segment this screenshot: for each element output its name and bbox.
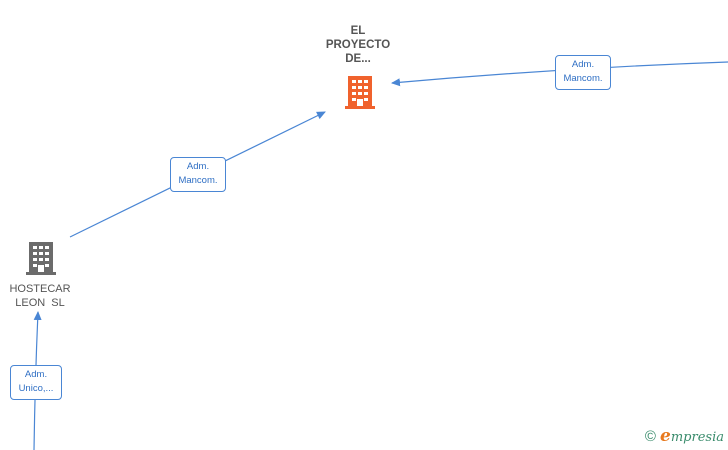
node-label-line: EL [350, 25, 366, 37]
building-icon[interactable] [345, 76, 375, 109]
node-label-line: HOSTECAR [9, 283, 71, 295]
building-icon[interactable] [26, 242, 56, 275]
edge-label-line: Mancom. [563, 73, 603, 84]
edge-label-line: Adm. [24, 369, 48, 380]
node-label-line: LEON SL [15, 297, 65, 309]
brand-logo: © empresia [645, 426, 724, 446]
edge-label-hostecar-to-main[interactable]: Adm. Mancom. [170, 157, 226, 192]
node-label-line: PROYECTO [325, 39, 391, 51]
edge-label-right-to-main[interactable]: Adm. Mancom. [555, 55, 611, 90]
brand-name: mpresia [670, 430, 724, 445]
edge-label-line: Adm. [186, 161, 210, 172]
edge-label-line: Adm. [571, 59, 595, 70]
node-label-line: DE... [345, 53, 371, 65]
edge-label-line: Unico,... [18, 383, 54, 394]
copyright-icon: © [644, 428, 656, 445]
node-label-hostecar[interactable]: HOSTECAR LEON SL [0, 282, 80, 310]
edge-label-bottom-to-hostecar[interactable]: Adm. Unico,... [10, 365, 62, 400]
brand-e: e [660, 426, 671, 446]
node-label-main[interactable]: EL PROYECTO DE... [318, 24, 398, 66]
edge-label-line: Mancom. [178, 175, 218, 186]
